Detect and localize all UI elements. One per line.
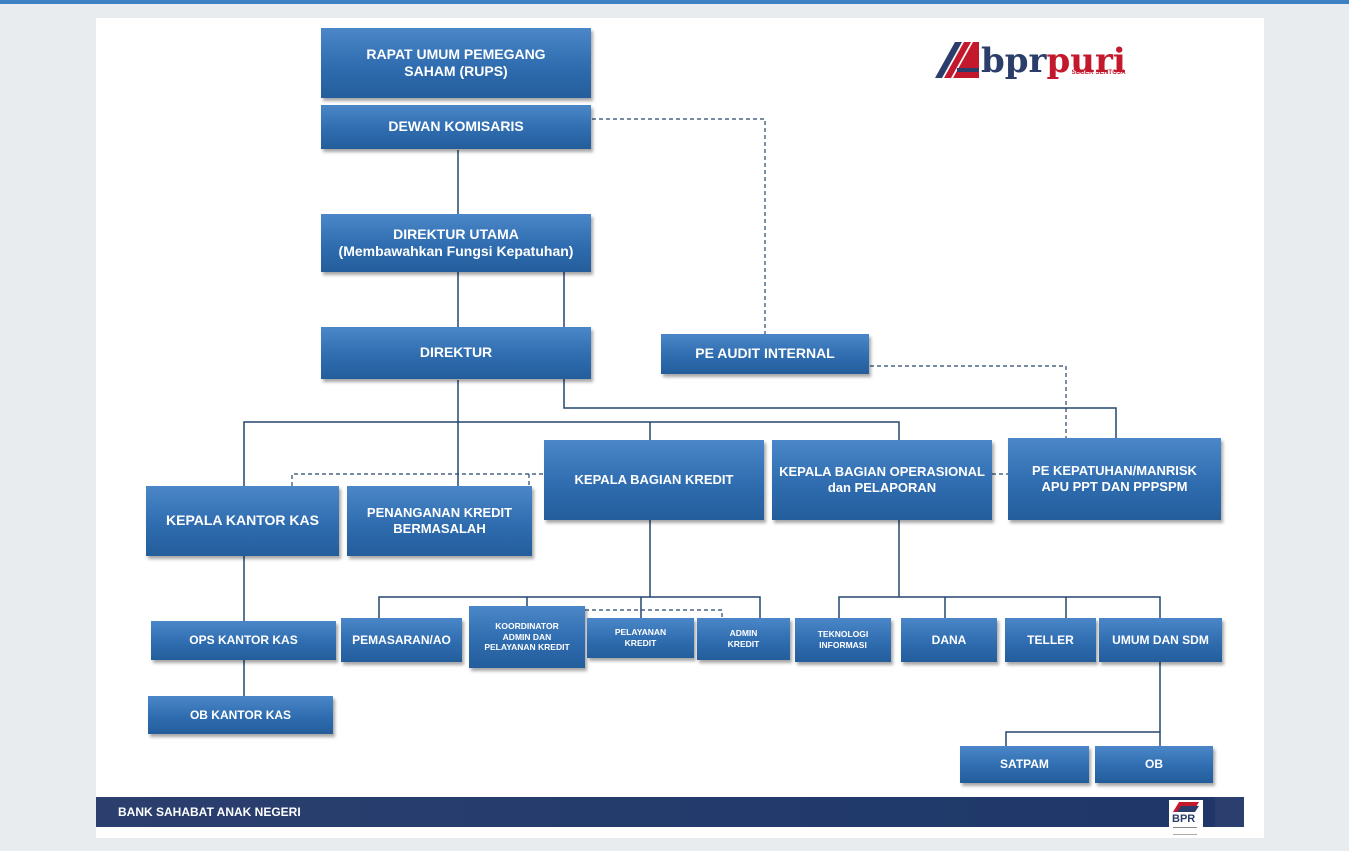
logo-stripes-icon: [935, 42, 979, 78]
bpr-badge: BPR: [1169, 800, 1203, 836]
footer-slogan: BANK SAHABAT ANAK NEGERI: [118, 805, 301, 819]
node-kepala-bagian-operasional: KEPALA BAGIAN OPERASIONAL dan PELAPORAN: [772, 440, 992, 520]
node-pelayanan-kredit: PELAYANAN KREDIT: [587, 618, 694, 658]
node-pemasaran-ao: PEMASARAN/AO: [341, 618, 462, 662]
node-satpam: SATPAM: [960, 746, 1089, 783]
node-umum-sdm: UMUM DAN SDM: [1099, 618, 1222, 662]
dash-kredit-penanganan: [291, 473, 544, 486]
bpr-badge-icon: [1173, 802, 1199, 812]
logo-bpr-text: bpr: [981, 41, 1047, 81]
node-kepala-kantor-kas: KEPALA KANTOR KAS: [146, 486, 339, 556]
node-rups: RAPAT UMUM PEMEGANG SAHAM (RUPS): [321, 28, 591, 98]
line-umum-satpam: [1005, 662, 1161, 746]
node-direktur: DIREKTUR: [321, 327, 591, 379]
top-accent-line: [0, 0, 1349, 4]
dash-koordinator-admin: [585, 609, 723, 618]
bpr-badge-lines: [1173, 827, 1197, 835]
logo-puri-word: puri: [1046, 41, 1126, 81]
node-koordinator-admin: KOORDINATOR ADMIN DAN PELAYANAN KREDIT: [469, 606, 585, 668]
logo-tagline: SEGER SENTOSA: [1071, 70, 1126, 76]
node-pe-kepatuhan: PE KEPATUHAN/MANRISK APU PPT DAN PPPSPM: [1008, 438, 1221, 520]
node-penanganan-kredit: PENANGANAN KREDIT BERMASALAH: [347, 486, 532, 556]
line-direktur-bar: [243, 421, 900, 486]
node-ob: OB: [1095, 746, 1213, 783]
dash-komisaris-audit: [592, 118, 766, 334]
node-dewan-komisaris: DEWAN KOMISARIS: [321, 105, 591, 149]
node-teller: TELLER: [1005, 618, 1096, 662]
bpr-badge-text: BPR: [1172, 813, 1196, 825]
footer-bar: BANK SAHABAT ANAK NEGERI: [96, 797, 1244, 827]
line-ops-children-bar: [838, 596, 1161, 618]
footer-right-block: [1215, 797, 1244, 827]
node-teknologi-informasi: TEKNOLOGI INFORMASI: [795, 618, 891, 662]
node-pe-audit-internal: PE AUDIT INTERNAL: [661, 334, 869, 374]
node-dana: DANA: [901, 618, 997, 662]
line-kredit-children-bar: [378, 596, 761, 618]
node-ob-kantor-kas: OB KANTOR KAS: [148, 696, 333, 734]
node-kepala-bagian-kredit: KEPALA BAGIAN KREDIT: [544, 440, 764, 520]
node-admin-kredit: ADMIN KREDIT: [697, 618, 790, 660]
dash-audit-kepatuhan: [870, 365, 1067, 438]
node-direktur-utama: DIREKTUR UTAMA (Membawahkan Fungsi Kepat…: [321, 214, 591, 272]
node-ops-kantor-kas: OPS KANTOR KAS: [151, 621, 336, 660]
